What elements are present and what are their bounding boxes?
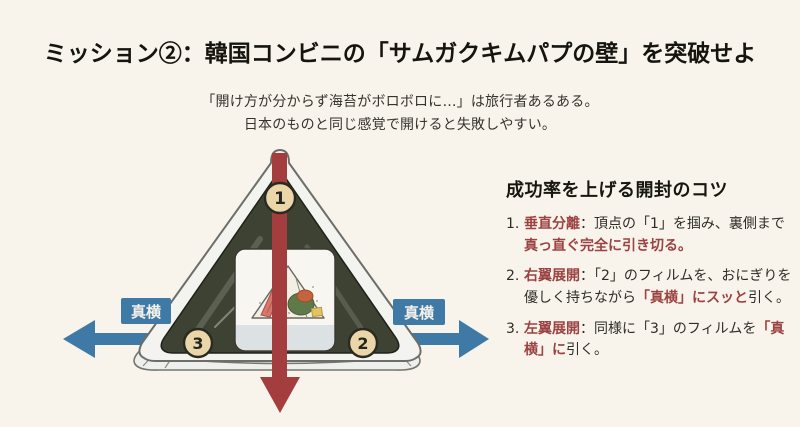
tip-emphasis: 「真横」にスッと: [636, 290, 748, 307]
page-title: ミッション②：韓国コンビニの「サムガクキムパプの壁」を突破せよ: [43, 40, 757, 67]
tip-body: 垂直分離：頂点の「1」を掴み、裏側まで真っ直ぐ完全に引き切る。: [524, 214, 798, 257]
tip-item: 3.左翼展開：同様に「3」のフィルムを「真横」に引く。: [506, 319, 798, 362]
badge-1: 1: [263, 181, 297, 215]
tip-emphasis: 「真横」に: [524, 320, 785, 359]
tip-body: 右翼展開：「2」のフィルムを、おにぎりを優しく持ちながら「真横」にスッと引く。: [524, 266, 798, 309]
tip-text: 引く。: [566, 342, 608, 359]
tip-emphasis: 垂直分離: [524, 216, 580, 232]
tip-text: ：頂点の「1」を掴み、裏側まで: [580, 216, 785, 232]
badge-2: 2: [347, 327, 379, 359]
badge-1-label: 1: [274, 189, 286, 209]
tip-emphasis: 左翼展開: [524, 320, 580, 337]
tip-number: 3.: [506, 320, 520, 337]
tips-panel: 成功率を上げる開封のコツ 1.垂直分離：頂点の「1」を掴み、裏側まで真っ直ぐ完全…: [506, 176, 798, 371]
tip-number: 1.: [506, 216, 520, 232]
tip-item: 2.右翼展開：「2」のフィルムを、おにぎりを優しく持ちながら「真横」にスッと引く…: [506, 266, 798, 309]
tip-emphasis: 真っ直ぐ完全に引き切る。: [524, 237, 692, 254]
tip-number: 2.: [506, 268, 520, 285]
subtitle-line1: 「開け方が分からず海苔がボロボロに…」は旅行者あるある。: [201, 94, 599, 110]
side-label-right-text: 真横: [404, 304, 435, 322]
side-label-left: 真横: [121, 298, 171, 324]
tip-emphasis: 右翼展開: [524, 268, 580, 285]
badge-3: 3: [182, 327, 214, 359]
badge-3-label: 3: [192, 334, 203, 353]
subtitle-line2: 日本のものと同じ感覚で開けると失敗しやすい。: [243, 117, 557, 133]
tip-text: ：同様に「3」のフィルムを: [580, 320, 757, 337]
tips-list: 1.垂直分離：頂点の「1」を掴み、裏側まで真っ直ぐ完全に引き切る。2.右翼展開：…: [506, 214, 798, 362]
tips-heading: 成功率を上げる開封のコツ: [506, 180, 728, 201]
side-label-left-text: 真横: [131, 303, 162, 321]
tip-item: 1.垂直分離：頂点の「1」を掴み、裏側まで真っ直ぐ完全に引き切る。: [506, 214, 798, 257]
tip-text: ：「2」のフィルムを、おにぎりを優しく持ちながら: [524, 268, 792, 307]
onigiri-diagram-svg: 1 3 2 真横 真横: [63, 149, 489, 413]
tip-text: 引く。: [748, 290, 790, 307]
badge-2-label: 2: [357, 334, 368, 353]
onigiri-diagram: 1 3 2 真横 真横: [55, 147, 495, 423]
side-label-right: 真横: [393, 299, 445, 325]
tip-body: 左翼展開：同様に「3」のフィルムを「真横」に引く。: [524, 319, 798, 362]
